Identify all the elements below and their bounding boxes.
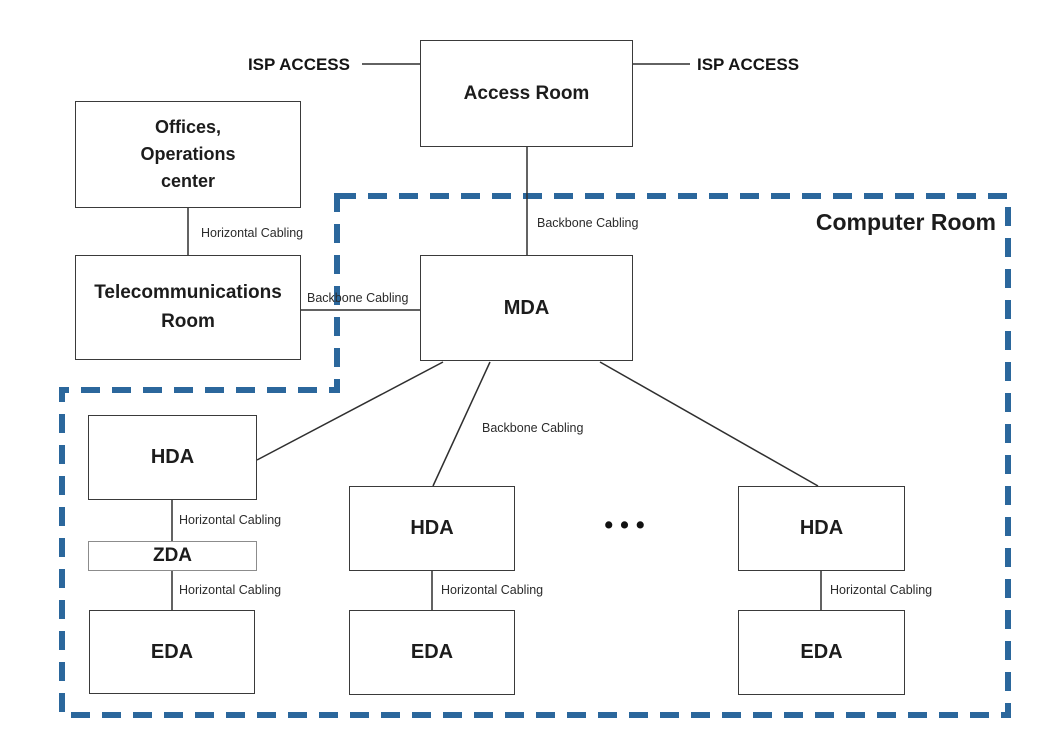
connector-mda-hda-right [599,361,819,487]
telecom-line-2: Room [161,310,215,332]
eda-right-label: EDA [800,641,843,663]
node-zda: ZDA [88,541,257,571]
offices-line-2: Operations [140,144,236,164]
telecom-line-1: Telecommunications [94,282,282,303]
telecom-room-label: Telecommunications Room [94,279,282,336]
eda-mid-label: EDA [410,641,454,663]
backbone-cabling-label-mid: Backbone Cabling [482,421,584,435]
horizontal-cabling-label-zda: Horizontal Cabling [179,583,282,597]
hda-mid-label: HDA [410,517,454,539]
offices-line-1: Offices, [154,117,222,137]
offices-line-3: center [160,171,216,191]
mda-label: MDA [503,296,550,319]
horizontal-cabling-label-hda-mid: Horizontal Cabling [441,583,544,597]
node-eda-left: EDA [89,610,255,694]
horizontal-cabling-label-hda-right: Horizontal Cabling [830,583,933,597]
ellipsis-more-hdas: ••• [604,511,652,539]
horizontal-cabling-label-hda-left: Horizontal Cabling [179,513,282,527]
connector-mda-hda-left [256,361,444,461]
node-hda-left: HDA [88,415,257,500]
isp-access-left-label: ISP ACCESS [247,55,350,74]
access-room-label: Access Room [463,82,590,104]
isp-access-right-label: ISP ACCESS [697,55,800,74]
horizontal-cabling-label-offices: Horizontal Cabling [201,226,304,240]
connector-mda-hda-mid [432,361,491,487]
computer-room-dashed-border [59,193,1011,718]
computer-room-title: Computer Room [815,209,996,235]
backbone-cabling-label-left: Backbone Cabling [307,291,409,305]
node-eda-right: EDA [738,610,905,695]
node-offices-operations-center: Offices, Operations center [75,101,301,208]
node-mda: MDA [420,255,633,361]
node-telecommunications-room: Telecommunications Room [75,255,301,360]
offices-label: Offices, Operations center [140,114,235,195]
node-access-room: Access Room [420,40,633,147]
node-hda-mid: HDA [349,486,515,571]
node-eda-mid: EDA [349,610,515,695]
hda-left-label: HDA [150,446,195,468]
zda-label: ZDA [152,545,193,566]
node-hda-right: HDA [738,486,905,571]
backbone-cabling-label-top: Backbone Cabling [537,216,639,230]
hda-right-label: HDA [799,517,844,539]
eda-left-label: EDA [150,640,194,663]
